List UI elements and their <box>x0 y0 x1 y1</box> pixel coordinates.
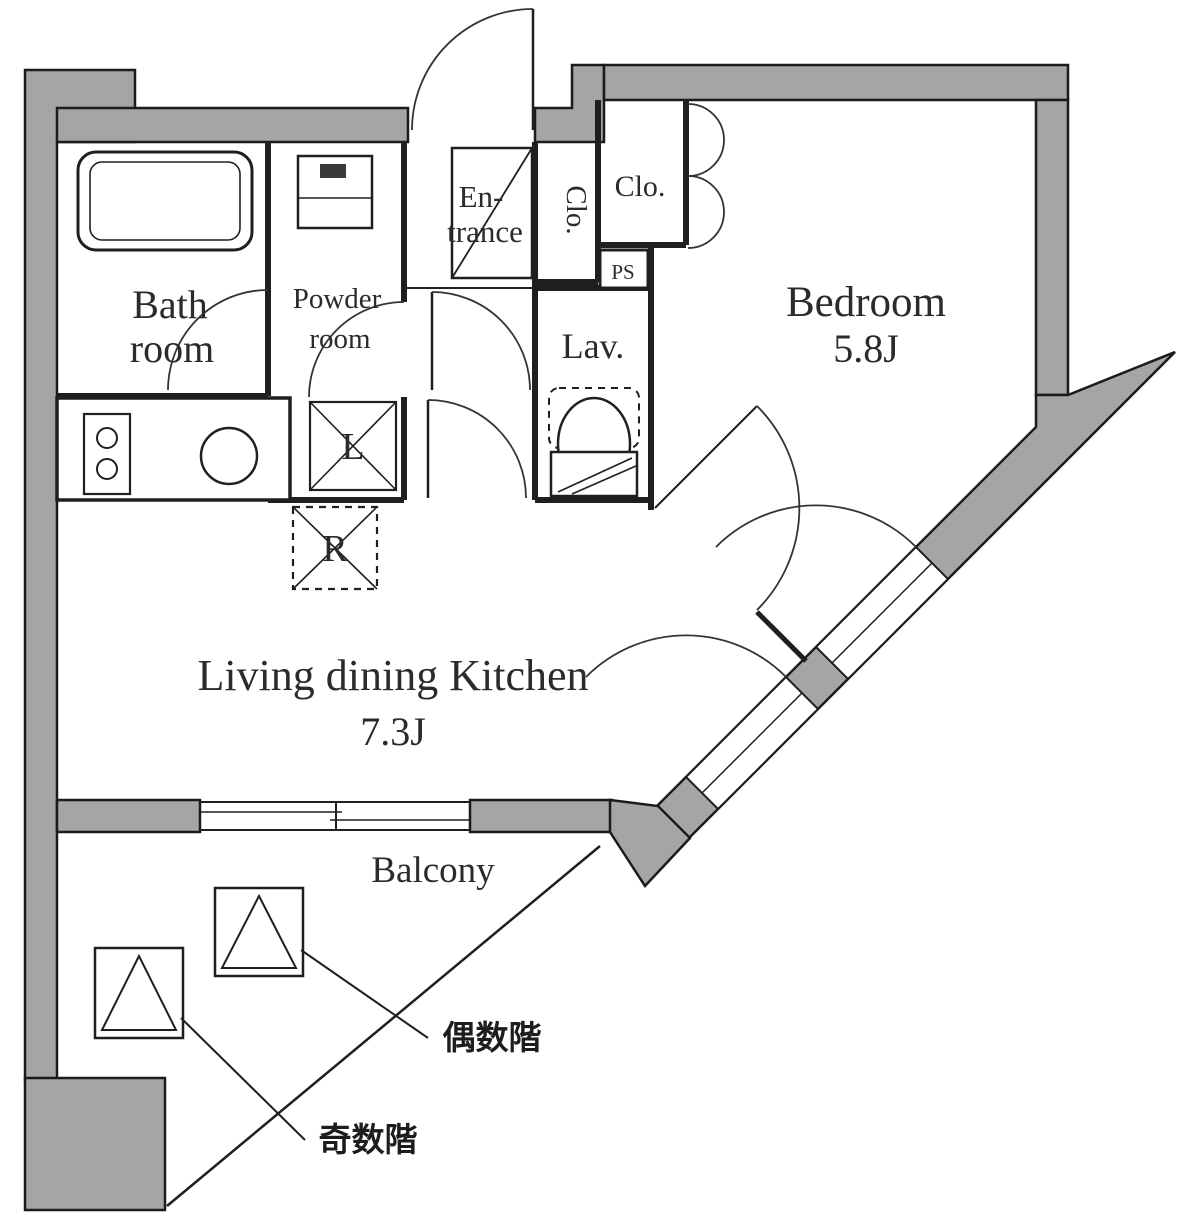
stove <box>82 412 132 496</box>
toilet-hatch-2 <box>571 465 637 495</box>
toilet-hatch-1 <box>557 457 633 493</box>
ldk-label: Living dining Kitchen <box>197 651 588 700</box>
wall-bottom-left-block <box>23 1076 167 1212</box>
bathtub-inner <box>89 161 241 241</box>
vanity-faucet <box>320 164 346 178</box>
bedroom-closet-label: Clo. <box>615 170 666 203</box>
pipe-space-box <box>598 248 650 290</box>
refrigerator-label: R <box>322 528 348 570</box>
balcony-unit-odd <box>93 946 185 1040</box>
leader-line-even-floor <box>300 949 429 1039</box>
kitchen-sink <box>199 426 259 486</box>
ldk-size: 7.3J <box>360 709 426 754</box>
toilet-lid <box>548 387 640 449</box>
powder-room-door-arc <box>308 301 405 398</box>
stove-burner-2 <box>96 458 118 480</box>
shoe-cabinet-diagonal <box>451 147 533 279</box>
ldk-door-arc <box>427 399 527 499</box>
odd-floor-note: 奇数階 <box>319 1120 418 1159</box>
bedroom-door-leaf <box>654 405 758 509</box>
hall-closet-label: Clo. <box>560 185 592 234</box>
wall-balcony-endcap <box>608 798 692 889</box>
doors <box>167 8 801 611</box>
fridge-box <box>291 505 379 591</box>
bathtub <box>76 150 254 252</box>
stove-burner-1 <box>96 427 118 449</box>
balcony-unit-odd-triangle <box>100 953 178 1031</box>
balcony-unit-even-triangle <box>220 893 298 969</box>
window-diagonal-lower-mid <box>701 692 803 794</box>
wall-top-right <box>602 63 1070 102</box>
front-door-arc <box>411 8 534 131</box>
closet-bifold-arc-bottom <box>687 175 725 249</box>
window-swing-arc-upper <box>715 504 917 548</box>
pipe-space-label: PS <box>611 260 634 284</box>
fixtures <box>55 146 640 591</box>
wall-balcony-left <box>55 798 202 834</box>
closet-bifold-arc-top <box>687 103 725 177</box>
window-swing-arc-lower <box>585 634 787 678</box>
bathroom-label-line1: Bath <box>132 282 208 327</box>
powder-room-label-line2: room <box>309 323 371 355</box>
entrance-label-line2: trance <box>447 214 523 249</box>
labels: Bath room Powder room En- trance Clo. Cl… <box>130 170 946 1159</box>
wall-top-left <box>55 106 410 144</box>
even-floor-note: 偶数階 <box>443 1018 542 1057</box>
entrance-label-line1: En- <box>459 179 504 214</box>
bedroom-door-arc <box>756 405 801 611</box>
balcony-railing <box>166 845 601 1207</box>
hall-door-arc <box>431 291 531 391</box>
wall-segment <box>755 610 808 663</box>
fridge-cross-2 <box>292 506 378 590</box>
washer-cross-2 <box>309 401 397 491</box>
diagonal-windows <box>585 504 950 811</box>
lavatory-label: Lav. <box>562 326 625 366</box>
bathroom-door-arc <box>167 289 269 391</box>
powder-room-label-line1: Powder <box>293 283 382 315</box>
balcony-elements <box>93 801 601 1207</box>
leader-line-odd-floor <box>180 1017 306 1141</box>
wall-balcony-right <box>468 798 614 834</box>
bathroom-label-line2: room <box>130 326 214 371</box>
wall-right <box>1034 98 1070 397</box>
bedroom-size: 5.8J <box>833 326 899 371</box>
balcony-label: Balcony <box>371 850 495 891</box>
bedroom-label: Bedroom <box>786 279 946 326</box>
washer-box <box>308 400 398 492</box>
washer-label: L <box>341 426 364 468</box>
window-diagonal-upper-mid <box>831 562 933 664</box>
balcony-unit-even <box>213 886 305 978</box>
